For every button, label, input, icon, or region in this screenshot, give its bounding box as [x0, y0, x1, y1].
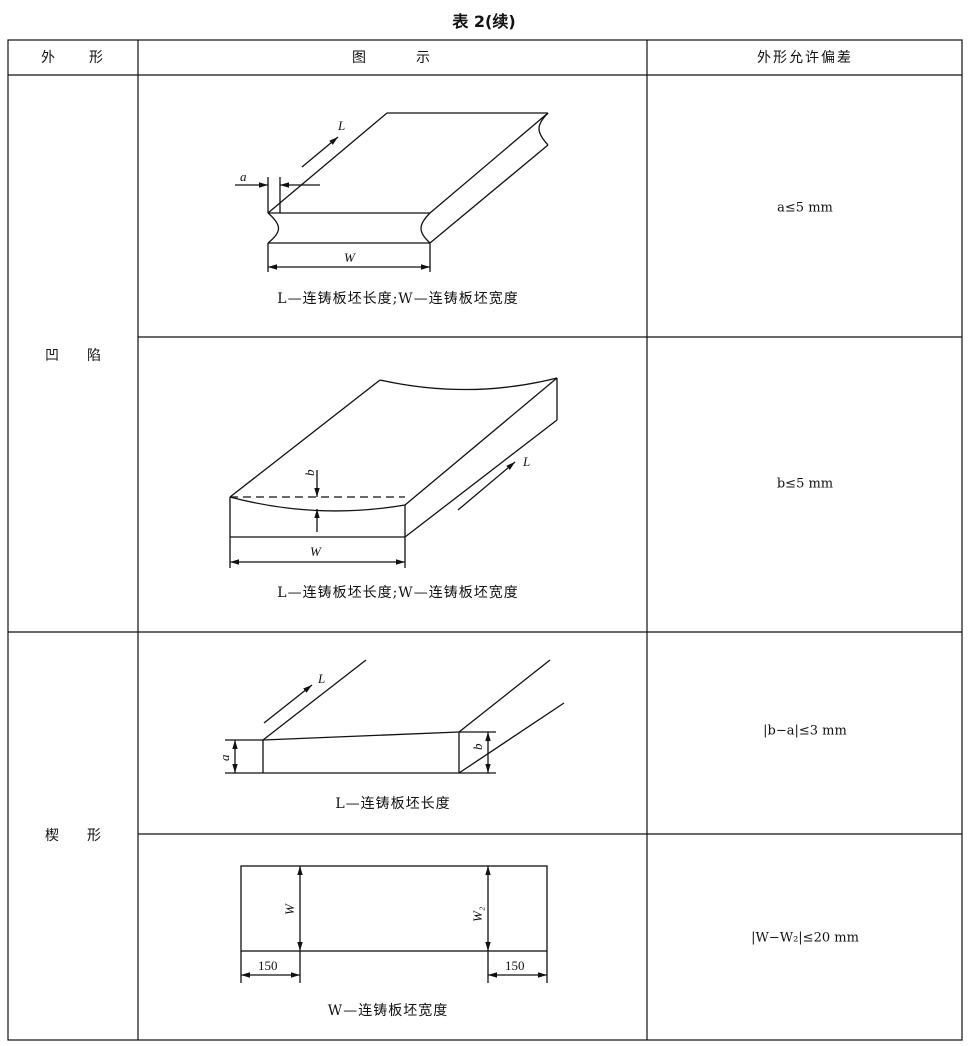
dim-left-150: 150: [258, 958, 278, 973]
group-depression: 凹 陷: [45, 348, 101, 364]
label-W: W: [344, 250, 356, 265]
header-figure: 图 示: [352, 50, 432, 66]
header-shape: 外 形: [41, 50, 105, 66]
tolerance-row-1: a≤5 mm: [777, 200, 833, 216]
caption-row-3: L—连铸板坯长度: [335, 796, 451, 812]
dim-right-150: 150: [505, 958, 525, 973]
tolerance-row-4: |W−W₂|≤20 mm: [751, 930, 859, 946]
tolerance-row-3: |b−a|≤3 mm: [763, 723, 847, 739]
label-a: a: [217, 754, 232, 761]
diagram-surface-depression: b L W: [229, 377, 558, 568]
label-a: a: [240, 169, 247, 184]
header-tolerance: 外形允许偏差: [757, 50, 853, 66]
label-W: W: [310, 544, 322, 559]
label-L: L: [337, 118, 345, 133]
label-L: L: [317, 671, 325, 686]
caption-row-4: W—连铸板坯宽度: [327, 1003, 449, 1019]
tolerance-row-2: b≤5 mm: [776, 476, 834, 492]
label-W2: W₂: [470, 906, 485, 922]
label-W: W: [282, 903, 297, 915]
diagram-wedge-thickness: a b L: [217, 659, 565, 774]
table-grid: [7, 39, 963, 1041]
diagram-edge-depression: a L W: [235, 112, 549, 272]
table-title: 表 2(续): [452, 12, 516, 31]
label-b: b: [470, 743, 485, 750]
caption-row-2: L—连铸板坯长度;W—连铸板坯宽度: [277, 585, 519, 601]
group-wedge: 楔 形: [45, 828, 101, 844]
label-b: b: [302, 469, 317, 476]
caption-row-1: L—连铸板坯长度;W—连铸板坯宽度: [277, 291, 519, 307]
label-L: L: [522, 454, 530, 469]
diagram-wedge-width: W W₂ 150 150: [240, 865, 548, 983]
